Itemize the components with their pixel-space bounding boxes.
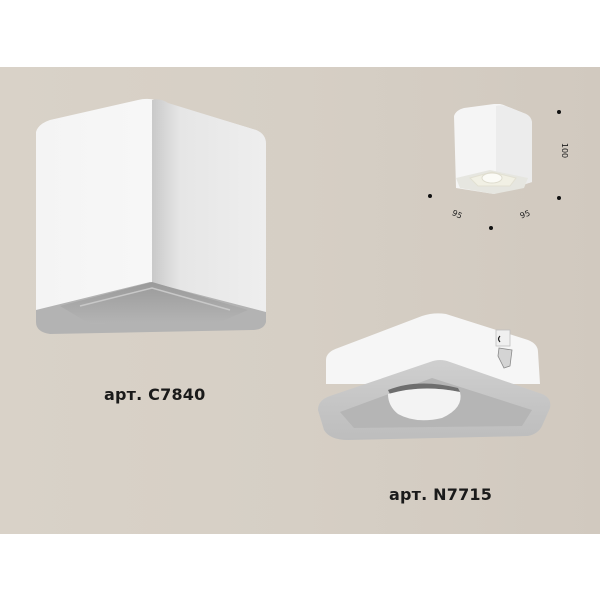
dimension-marker-dot — [557, 196, 561, 200]
dimension-marker-dot — [557, 110, 561, 114]
frame-n7715-image — [318, 313, 551, 440]
dimension-diagram-image — [454, 104, 532, 194]
dimension-marker-dot — [489, 226, 493, 230]
housing-c7840-image — [36, 98, 266, 334]
dimension-height-label: 100 — [560, 142, 570, 159]
dimension-marker-dot — [428, 194, 432, 198]
article-label-n7715: арт. N7715 — [389, 485, 493, 504]
article-label-c7840: арт. C7840 — [104, 385, 206, 404]
